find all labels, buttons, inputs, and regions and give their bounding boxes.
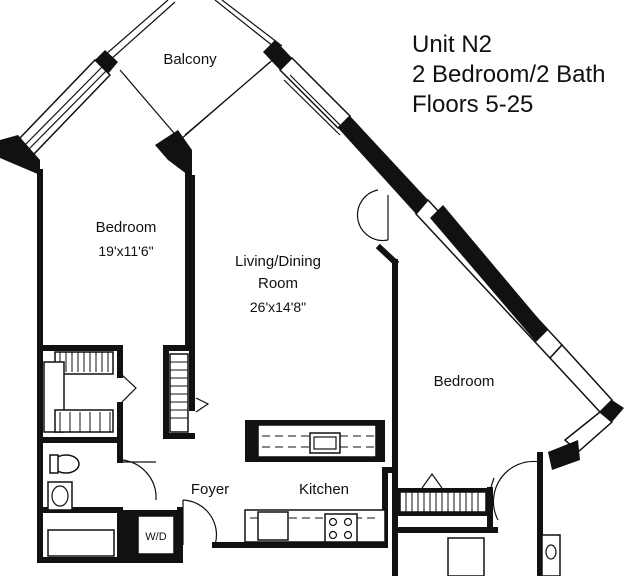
foyer-label: Foyer [191,481,229,498]
door-swings [121,189,541,546]
right-bedroom-label: Bedroom [434,373,495,390]
unit-title-block: Unit N2 2 Bedroom/2 Bath Floors 5-25 [412,30,605,120]
kitchen-label: Kitchen [299,481,349,498]
left-window-wall [0,50,118,175]
left-bedroom-closet [43,351,114,433]
living-closet [169,353,189,433]
kitchen-counter [244,509,386,543]
right-bedroom-closet [397,488,489,516]
left-bathroom-fixtures [47,454,115,557]
unit-layout: 2 Bedroom/2 Bath [412,61,606,88]
right-window-wall [263,40,624,470]
balcony-area [104,0,283,141]
balcony-label: Balcony [163,51,217,68]
unit-name: Unit N2 [412,31,493,58]
living-size: 26'x14'8" [250,299,306,315]
unit-floors: Floors 5-25 [412,91,534,118]
living-label-line1: Living/Dining [235,253,321,270]
living-label-line2: Room [258,275,298,292]
left-bedroom-label: Bedroom [96,219,157,236]
kitchen-island [245,420,385,462]
washer-dryer-label: W/D [145,531,166,543]
left-bedroom-size: 19'x11'6" [98,243,153,259]
washer-dryer-closet [122,510,180,560]
right-bathroom-fixtures [447,534,561,576]
